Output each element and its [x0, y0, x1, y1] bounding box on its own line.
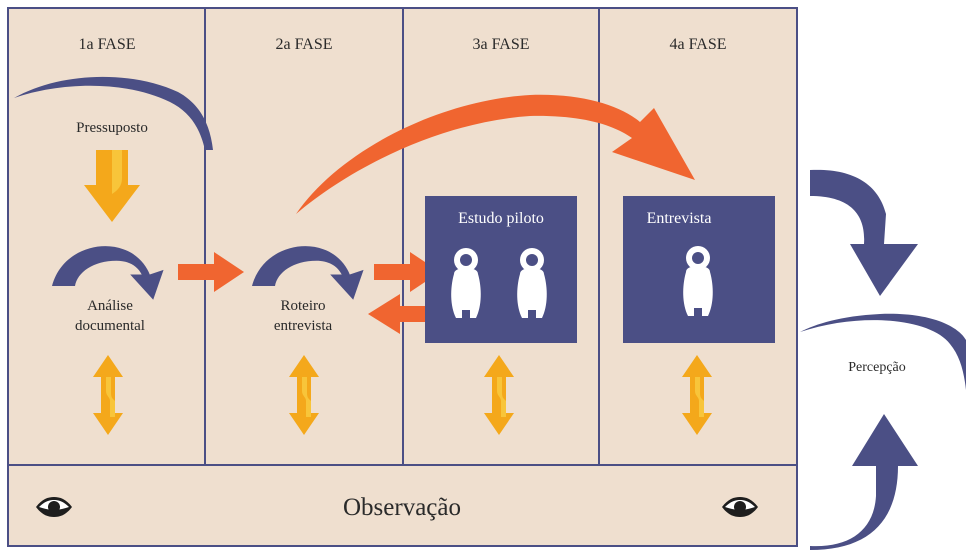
- curved-arrow-icon: [810, 414, 918, 550]
- estudo-piloto-box: [425, 196, 577, 343]
- observacao-label: Observação: [343, 494, 461, 521]
- down-arrow-icon: [84, 150, 140, 222]
- phase-title-1: 1a FASE: [78, 36, 135, 53]
- phase-title-3: 3a FASE: [472, 36, 529, 53]
- curved-arrow-icon: [14, 76, 213, 150]
- curved-arrow-icon: [810, 169, 918, 296]
- label-pressuposto: Pressuposto: [76, 120, 148, 136]
- right-arrow-icon: [178, 252, 244, 292]
- person-icon: [517, 248, 547, 318]
- label-analise-line1: Análise: [87, 298, 133, 314]
- phase-title-4: 4a FASE: [669, 36, 726, 53]
- phase-title-2: 2a FASE: [275, 36, 332, 53]
- person-icon: [683, 246, 713, 316]
- entrevista-title: Entrevista: [647, 210, 712, 227]
- estudo-piloto-title: Estudo piloto: [458, 210, 544, 227]
- right-arrow-icon: [374, 252, 440, 292]
- curved-arrow-icon: [296, 94, 695, 214]
- left-arrow-icon: [368, 294, 434, 334]
- curved-arrow-icon: [800, 313, 966, 390]
- person-icon: [451, 248, 481, 318]
- label-roteiro-line2: entrevista: [274, 318, 333, 334]
- label-percepcao: Percepção: [848, 360, 906, 375]
- label-roteiro-line1: Roteiro: [281, 298, 326, 314]
- label-analise-line2: documental: [75, 318, 145, 334]
- observation-band: [7, 464, 798, 547]
